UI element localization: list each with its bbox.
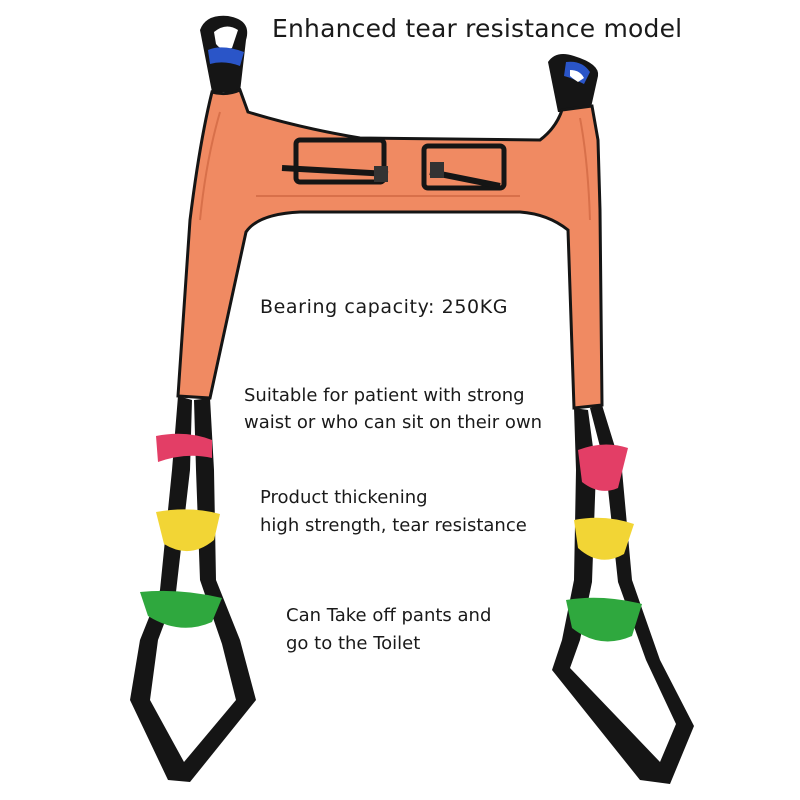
thickening-note: Product thickening high strength, tear r…: [260, 484, 527, 540]
toilet-line-1: Can Take off pants and: [286, 605, 492, 626]
suitability-line-1: Suitable for patient with strong: [244, 385, 525, 406]
toilet-note: Can Take off pants and go to the Toilet: [286, 602, 491, 658]
suitability-line-2: waist or who can sit on their own: [244, 412, 543, 433]
top-right-hanging-loop: [548, 54, 599, 112]
left-yellow-loop: [156, 509, 220, 552]
center-buckle-straps: [281, 137, 507, 191]
right-yellow-loop: [574, 517, 634, 560]
left-green-loop: [140, 590, 222, 628]
sling-body: [176, 87, 604, 410]
toilet-line-2: go to the Toilet: [286, 633, 421, 654]
top-left-hanging-loop: [200, 15, 248, 92]
thickening-line-1: Product thickening: [260, 487, 428, 508]
thickening-line-2: high strength, tear resistance: [260, 515, 527, 536]
page-title: Enhanced tear resistance model: [272, 14, 683, 43]
bearing-capacity-label: Bearing capacity: 250KG: [260, 296, 509, 318]
right-leg-strap: [552, 405, 694, 784]
left-pink-loop: [156, 433, 212, 462]
right-pink-loop: [578, 444, 628, 491]
right-green-loop: [566, 597, 642, 642]
suitability-note: Suitable for patient with strong waist o…: [244, 382, 542, 436]
